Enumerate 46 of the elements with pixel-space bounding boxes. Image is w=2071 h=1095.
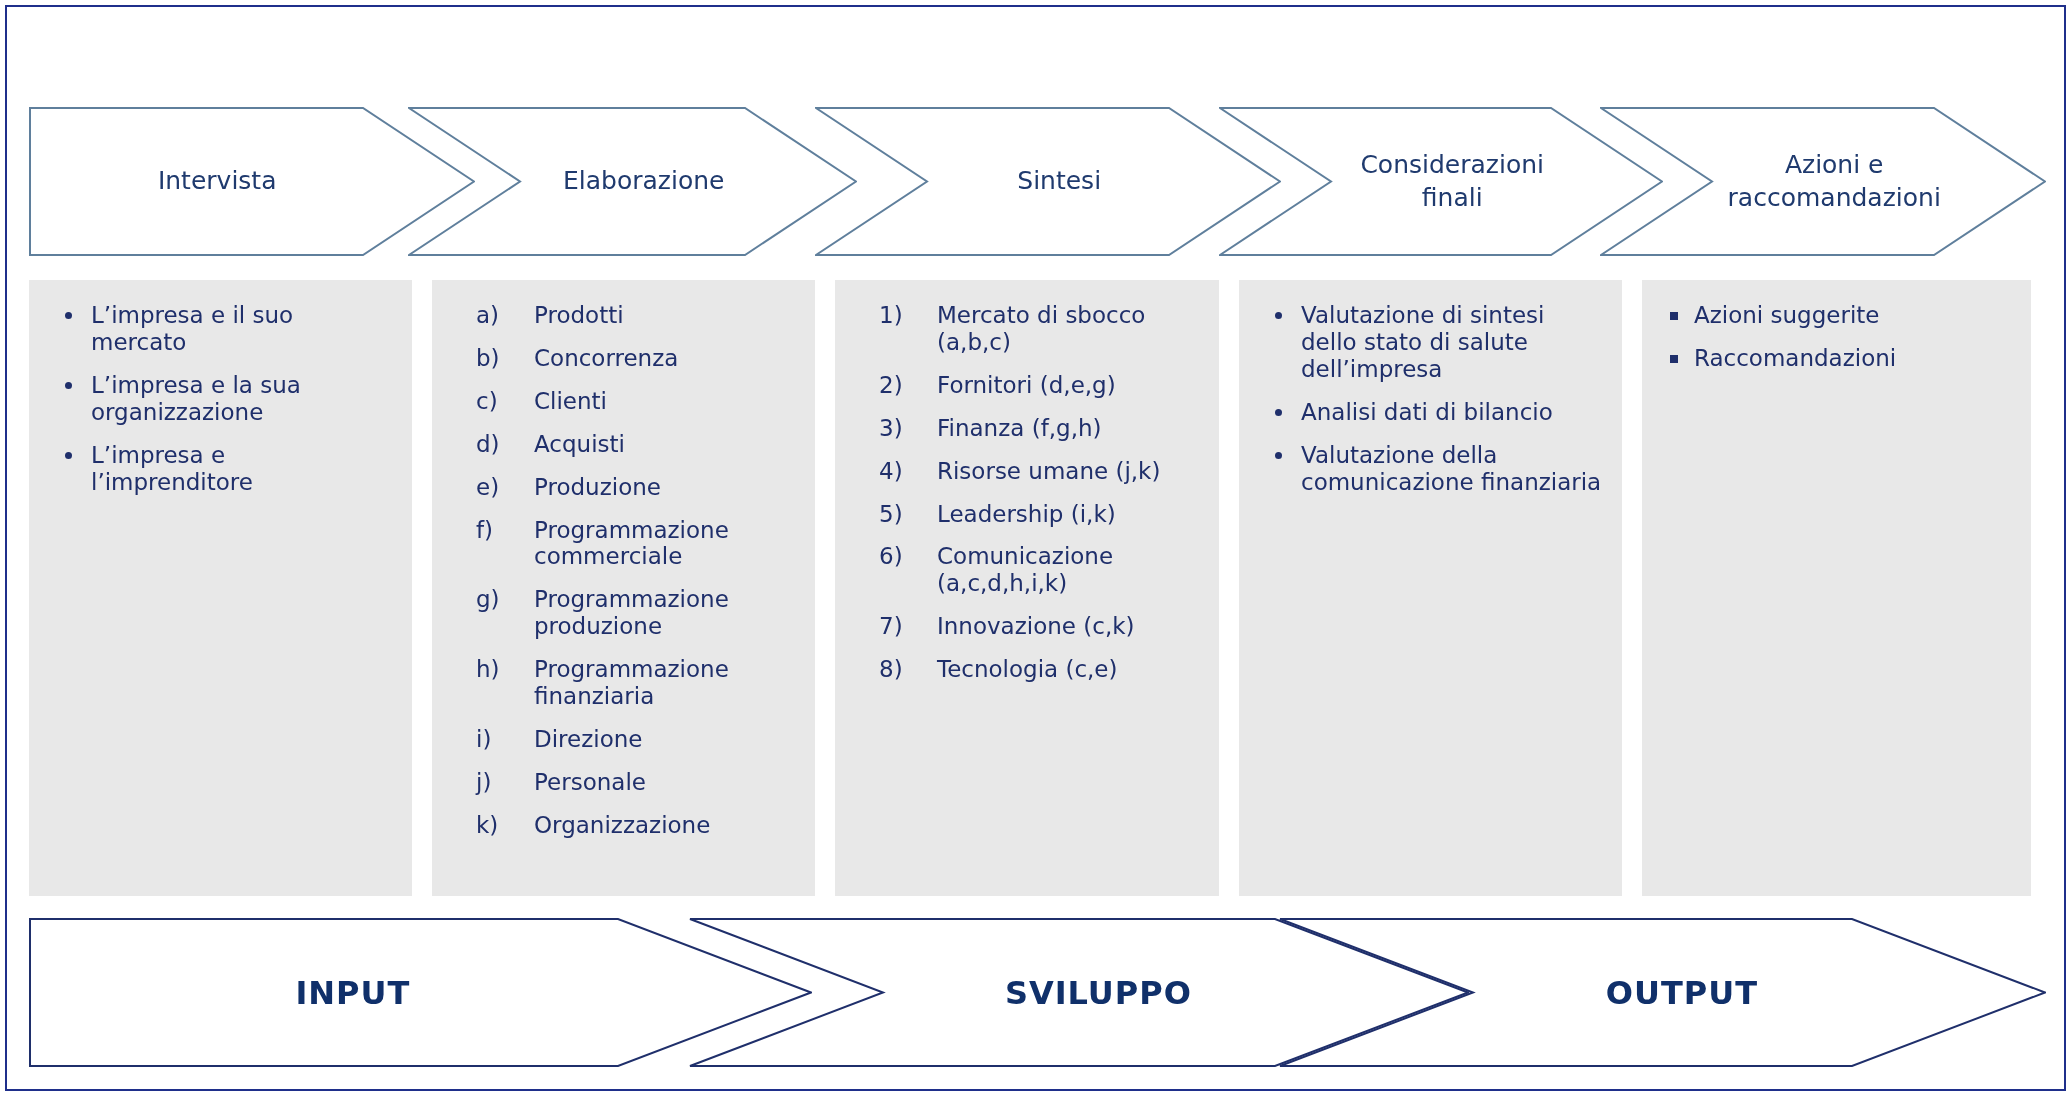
phase-band [29, 918, 812, 1067]
list-item: i) Direzione [476, 725, 644, 753]
list-item: 5) Leadership (i,k) [879, 500, 1117, 528]
list-item: g) Programmazione produzione [476, 586, 730, 641]
list-item: a) Prodotti [476, 302, 625, 329]
list-item: Raccomandazioni [1664, 344, 2013, 372]
list-item: 1) Mercato di sbocco (a,b,c) [879, 302, 1147, 356]
list-item: j) Personale [476, 768, 647, 796]
list-item: L’impresa e la sua organizzazione [61, 371, 394, 426]
phase-band [689, 918, 1469, 1067]
list-item: b) Concorrenza [476, 344, 680, 372]
process-step [29, 107, 475, 256]
phase-band [1279, 918, 2046, 1067]
list-item: 4) Risorse umane (j,k) [879, 457, 1162, 485]
step-label: Intervista [157, 165, 277, 198]
list-item: h) Programmazione finanziaria [476, 656, 730, 710]
step-label: Sintesi [1017, 165, 1102, 198]
process-step [1219, 107, 1663, 256]
step-label: Azioni e raccomandazioni [1726, 149, 1942, 214]
list-item: 3) Finanza (f,g,h) [879, 414, 1103, 442]
phase-label: SVILUPPO [1004, 973, 1192, 1012]
process-step [408, 107, 857, 256]
content-panel [1642, 280, 2031, 896]
list-item: 2) Fornitori (d,e,g) [879, 371, 1117, 399]
list-item: k) Organizzazione [476, 811, 712, 839]
list-item: Azioni suggerite [1664, 302, 2013, 329]
list-item: d) Acquisti [476, 430, 626, 458]
list-item: c) Clienti [476, 387, 608, 415]
process-step [1600, 107, 2046, 256]
list-item: f) Programmazione commerciale [476, 516, 730, 571]
content-panel [29, 280, 412, 896]
content-panel [1239, 280, 1622, 896]
list-item: L’impresa e il suo mercato [61, 302, 394, 356]
step-label: Considerazioni finali [1359, 149, 1545, 214]
list-item: 6) Comunicazione (a,c,d,h,i,k) [879, 543, 1115, 598]
list-item: e) Produzione [476, 473, 662, 501]
list-item: Analisi dati di bilancio [1271, 398, 1604, 426]
list-item: Valutazione della comunicazione finanziaria [1271, 441, 1604, 496]
step-label: Elaborazione [563, 165, 725, 198]
process-step [815, 107, 1281, 256]
list-item: Valutazione di sintesi dello stato di salute dell’impresa [1271, 302, 1604, 383]
list-item: 7) Innovazione (c,k) [879, 613, 1136, 641]
phase-label: INPUT [295, 973, 411, 1012]
phase-label: OUTPUT [1605, 973, 1759, 1012]
list-item: L’impresa e l’imprenditore [61, 441, 394, 496]
list-item: 8) Tecnologia (c,e) [879, 656, 1119, 684]
